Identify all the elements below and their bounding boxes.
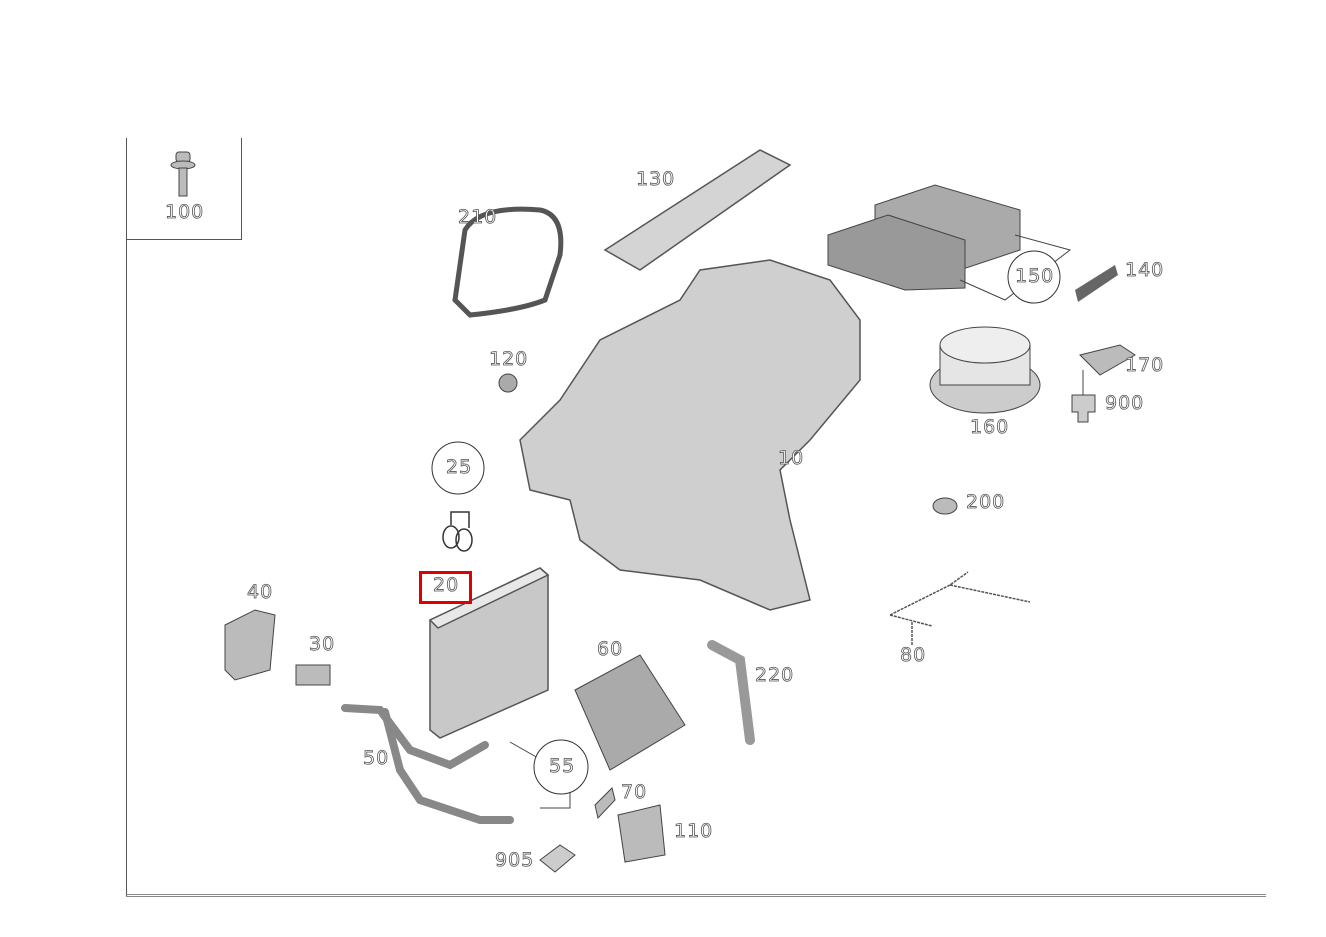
callout-130[interactable]: 130 xyxy=(636,168,676,190)
callout-55[interactable]: 55 xyxy=(549,755,576,777)
evaporator-20 xyxy=(428,567,550,739)
highlight-box-20 xyxy=(419,571,472,604)
hvac-housing-10 xyxy=(519,259,861,611)
callout-20[interactable]: 20 xyxy=(433,574,460,596)
callout-160[interactable]: 160 xyxy=(970,416,1010,438)
callout-circle-150 xyxy=(1007,250,1061,304)
part-905 xyxy=(539,844,576,873)
callout-10[interactable]: 10 xyxy=(778,447,805,469)
callout-30[interactable]: 30 xyxy=(309,633,336,655)
actuator-110 xyxy=(617,804,666,863)
nut-200 xyxy=(932,497,958,515)
inset-box-bolt xyxy=(126,138,242,240)
wiring-harness-80 xyxy=(889,571,1031,645)
cabin-filter-150 xyxy=(827,184,1072,301)
callout-70[interactable]: 70 xyxy=(621,781,648,803)
callout-170[interactable]: 170 xyxy=(1125,354,1165,376)
callout-100[interactable]: 100 xyxy=(165,201,205,223)
callout-circle-25 xyxy=(431,441,485,495)
connector-900 xyxy=(1071,394,1096,423)
callout-60[interactable]: 60 xyxy=(597,638,624,660)
callout-210[interactable]: 210 xyxy=(458,206,498,228)
part-40 xyxy=(224,609,276,681)
callout-80[interactable]: 80 xyxy=(900,644,927,666)
part-120 xyxy=(498,373,518,393)
callout-120[interactable]: 120 xyxy=(489,348,529,370)
callout-220[interactable]: 220 xyxy=(755,664,795,686)
seal-frame-130 xyxy=(603,149,792,271)
frame-border-left xyxy=(126,138,127,896)
callout-905[interactable]: 905 xyxy=(495,849,535,871)
gasket-210 xyxy=(452,206,564,318)
heater-core-60 xyxy=(574,654,686,771)
callout-40[interactable]: 40 xyxy=(247,581,274,603)
blower-motor-160 xyxy=(929,326,1041,414)
hose-220 xyxy=(707,640,755,745)
strip-140 xyxy=(1075,265,1118,302)
part-70 xyxy=(594,787,616,820)
bolt-icon xyxy=(170,151,196,197)
callout-50[interactable]: 50 xyxy=(363,747,390,769)
frame-border-bottom xyxy=(126,894,1266,897)
callout-200[interactable]: 200 xyxy=(966,491,1006,513)
callout-140[interactable]: 140 xyxy=(1125,259,1165,281)
part-30 xyxy=(295,664,331,686)
callout-110[interactable]: 110 xyxy=(674,820,714,842)
pipes-50 xyxy=(341,704,514,824)
callout-25[interactable]: 25 xyxy=(446,456,473,478)
callout-circle-55 xyxy=(533,739,589,795)
callout-900[interactable]: 900 xyxy=(1105,392,1145,414)
callout-150[interactable]: 150 xyxy=(1015,265,1055,287)
o-rings-25 xyxy=(442,511,473,552)
resistor-170 xyxy=(1079,344,1136,376)
